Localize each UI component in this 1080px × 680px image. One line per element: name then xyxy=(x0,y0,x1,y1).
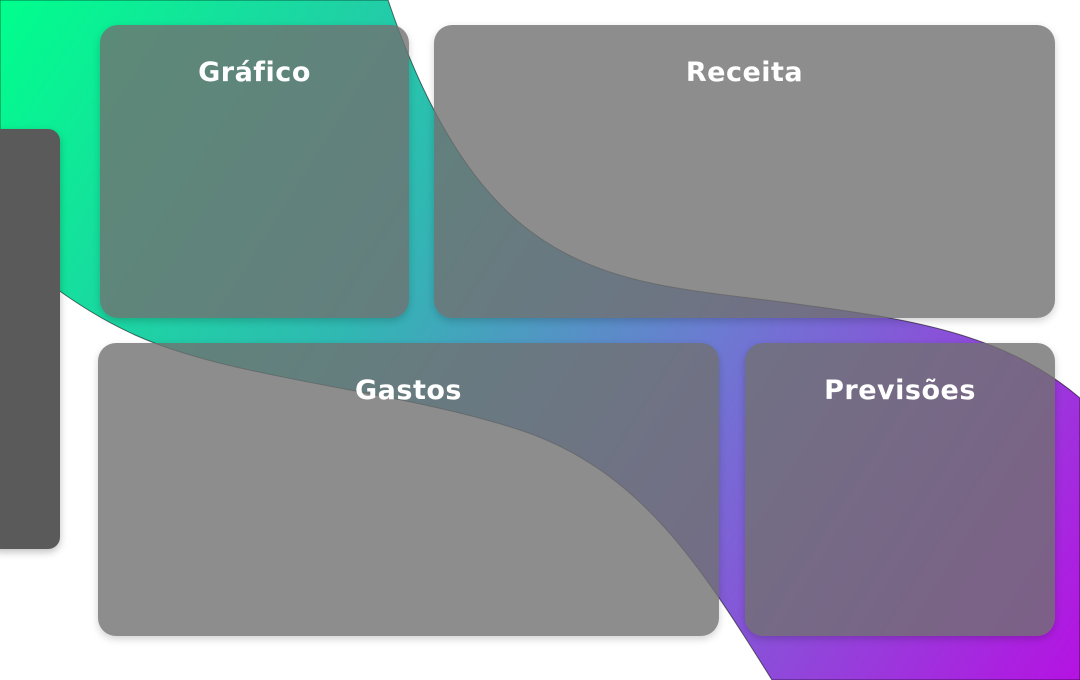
side-panel xyxy=(0,129,60,549)
card-grafico[interactable]: Gráfico xyxy=(100,25,409,318)
card-receita-title: Receita xyxy=(685,57,804,88)
card-gastos-title: Gastos xyxy=(355,375,462,406)
card-gastos[interactable]: Gastos xyxy=(98,343,719,636)
card-receita[interactable]: Receita xyxy=(434,25,1055,318)
card-previsoes[interactable]: Previsões xyxy=(745,343,1055,636)
card-previsoes-title: Previsões xyxy=(824,375,976,406)
card-grafico-title: Gráfico xyxy=(198,57,311,88)
